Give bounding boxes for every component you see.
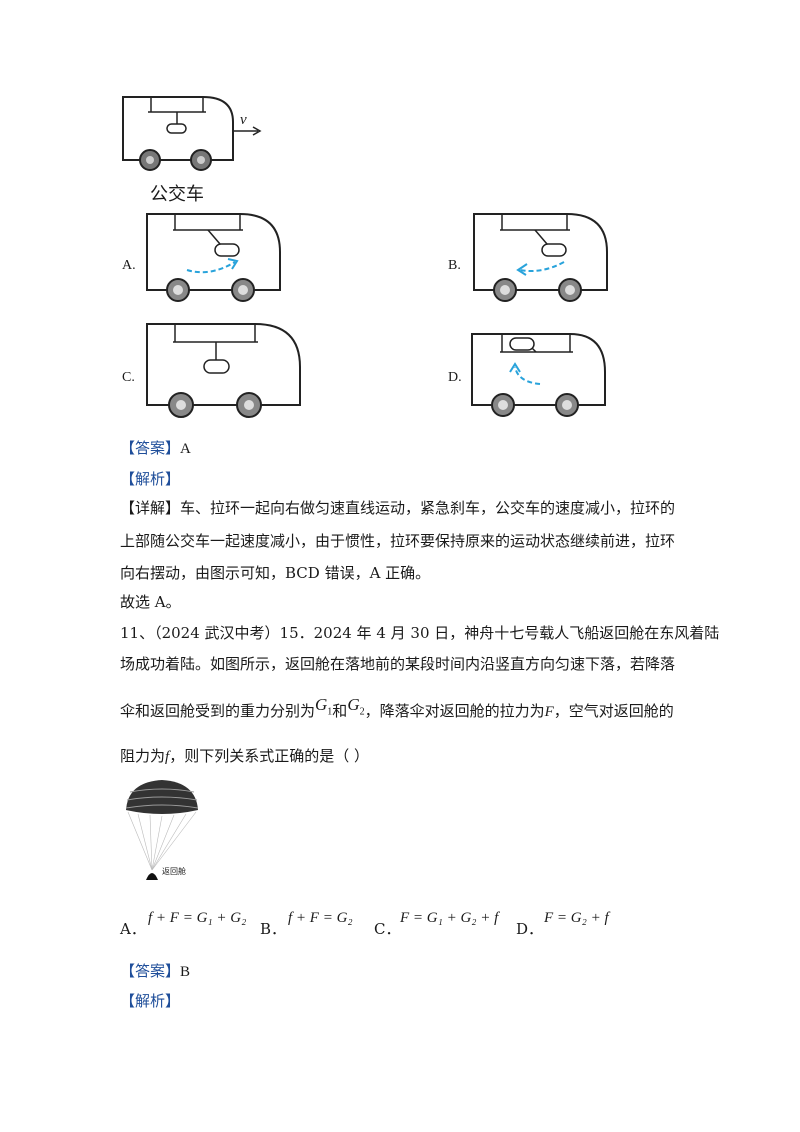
detail-line-3: 向右摆动，由图示可知，BCD 错误，A 正确。 <box>120 564 431 582</box>
option-d-diagram <box>471 333 606 417</box>
option-a-label: A. <box>122 258 136 273</box>
q11-line-4: 阻力为f，则下列关系式正确的是（ ） <box>120 747 369 765</box>
answer-tag: 【答案】 <box>120 439 181 457</box>
option-a-diagram <box>146 213 281 302</box>
q11-option-d-formula: F = G₂ + f <box>544 910 609 926</box>
q11-analysis-tag: 【解析】 <box>120 992 181 1010</box>
option-d-label: D. <box>448 370 462 385</box>
velocity-label: v <box>240 112 247 128</box>
q11-line-2: 场成功着陆。如图所示，返回舱在落地前的某段时间内沿竖直方向匀速下落，若降落 <box>120 655 676 673</box>
q11-option-b-formula: f + F = G₂ <box>288 910 353 926</box>
option-b-label: B. <box>448 258 461 273</box>
g1-symbol: G1 <box>315 695 333 718</box>
q10-answer: 【答案】A <box>120 437 191 460</box>
q11-answer-value: B <box>180 964 191 980</box>
q11-option-a-label: A． <box>120 920 146 938</box>
analysis-tag: 【解析】 <box>120 470 181 488</box>
detail-line-1: 【详解】车、拉环一起向右做匀速直线运动，紧急刹车，公交车的速度减小，拉环的 <box>120 499 676 517</box>
g2-symbol: G2 <box>347 695 365 718</box>
q11-option-b-label: B． <box>260 920 287 938</box>
answer-value: A <box>180 441 191 457</box>
q11-line-3: 伞和返回舱受到的重力分别为G1和G2，降落伞对返回舱的拉力为F，空气对返回舱的 <box>120 695 674 720</box>
q11-option-c-formula: F = G₁ + G₂ + f <box>400 910 499 926</box>
option-c-diagram <box>146 323 301 418</box>
q11-option-a-formula: f + F = G₁ + G₂ <box>148 910 247 926</box>
q11-option-c-label: C． <box>374 920 401 938</box>
conclusion: 故选 A。 <box>120 593 181 611</box>
q11-answer: 【答案】B <box>120 960 190 983</box>
detail-line-2: 上部随公交车一起速度减小，由于惯性，拉环要保持原来的运动状态继续前进，拉环 <box>120 532 676 550</box>
bus-caption: 公交车 <box>150 184 204 205</box>
q11-answer-tag: 【答案】 <box>120 962 181 980</box>
option-c-label: C. <box>122 370 135 385</box>
bus-diagram <box>122 96 262 171</box>
option-b-diagram <box>473 213 608 302</box>
capsule-label: 返回舱 <box>162 867 186 876</box>
q11-line-1: 11、（2024 武汉中考）15．2024 年 4 月 30 日，神舟十七号载人… <box>120 624 720 642</box>
q11-option-d-label: D． <box>516 920 544 938</box>
parachute-figure <box>125 780 199 880</box>
